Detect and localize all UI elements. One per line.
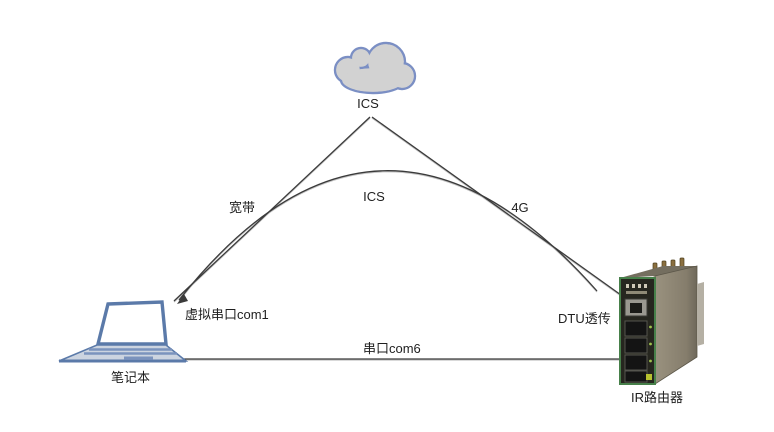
router-node: IR路由器 [619,257,704,405]
router-led-area [626,284,647,294]
edge-label-dtu: DTU透传 [558,311,611,326]
laptop-node: 笔记本 [58,300,189,385]
cloud-body [336,44,414,92]
edge-label-ics-tunnel: ICS [363,189,385,204]
router-side-face [654,265,698,385]
router-top-face [620,266,697,278]
edge-label-4g: 4G [511,200,528,215]
router-logo-badge [646,374,652,380]
edge-label-virtual-serial: 虚拟串口com1 [185,307,269,322]
laptop-screen [95,300,168,346]
edge-ics-tunnel-arc [178,170,598,301]
ics-cloud: ICS [333,41,417,111]
laptop-keyboard [84,348,177,355]
edges-layer [173,116,622,360]
router-ethernet-ports [624,298,652,383]
router-label: IR路由器 [631,390,683,405]
edge-4g-line [371,116,622,296]
port-leds [649,325,652,363]
edge-label-broadband: 宽带 [229,200,255,215]
router-mount-rail [697,282,704,346]
laptop-label: 笔记本 [111,370,150,385]
edge-label-serial: 串口com6 [363,341,421,356]
arrowhead-to-laptop [177,294,188,304]
cloud-label: ICS [357,96,379,111]
laptop-touchpad [124,356,153,360]
